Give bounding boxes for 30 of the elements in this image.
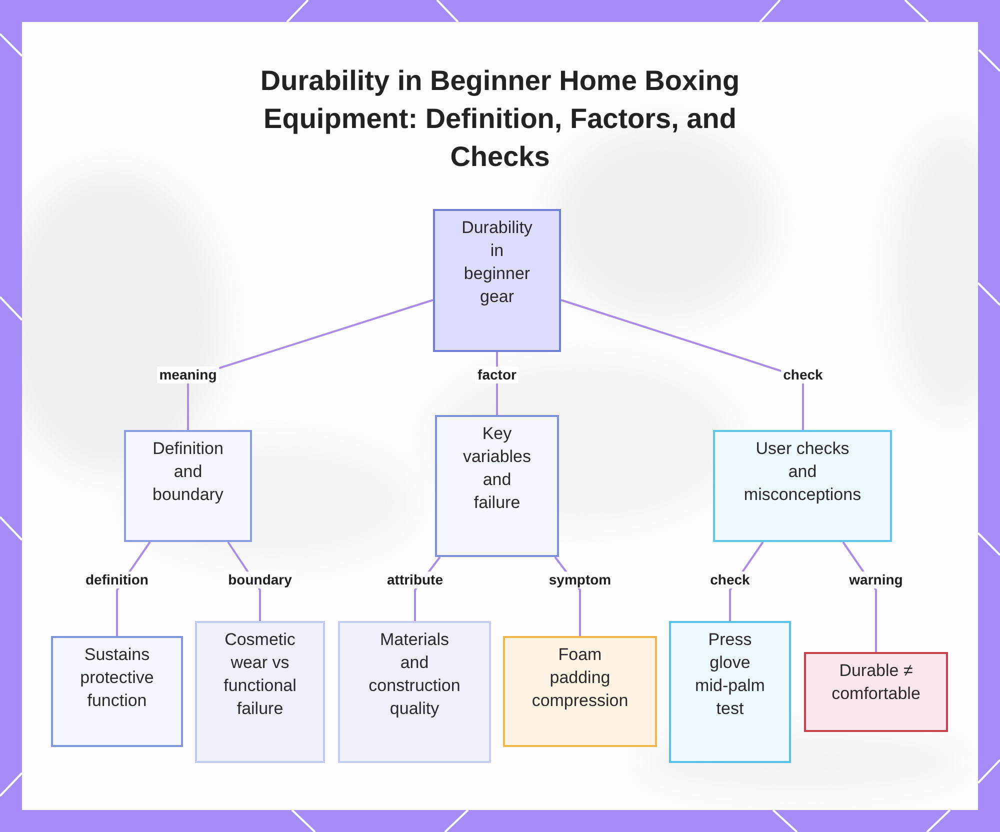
node-text: Definition and boundary — [152, 438, 224, 506]
node-text: Cosmetic wear vs functional failure — [222, 629, 298, 720]
diagram-title: Durability in Beginner Home Boxing Equipment: Definition, Factors, and Checks — [259, 64, 741, 174]
process-box — [51, 636, 183, 747]
edge-label: check — [708, 572, 752, 588]
node-text: Durability in beginner gear — [460, 217, 534, 308]
process-box — [669, 621, 791, 763]
process-box — [435, 415, 559, 557]
edge-label: definition — [84, 572, 150, 588]
node-text: Materials and construction quality — [368, 629, 462, 720]
node-text: User checks and misconceptions — [742, 438, 862, 506]
edge-label: check — [781, 366, 825, 384]
process-box — [195, 621, 325, 763]
process-box — [124, 430, 252, 542]
process-box — [503, 636, 657, 747]
edge-label: boundary — [226, 572, 294, 588]
edge-label: attribute — [385, 572, 445, 588]
edge-label: warning — [847, 572, 905, 588]
node-text: Sustains protective function — [79, 644, 155, 712]
edge-label: symptom — [546, 572, 614, 588]
process-box — [713, 430, 892, 542]
node-text: Durable ≠ comfortable — [830, 660, 922, 705]
node-text: Key variables and failure — [462, 423, 532, 514]
process-box — [433, 209, 561, 352]
connector-line — [560, 299, 804, 430]
node-text: Foam padding compression — [530, 644, 630, 712]
edge-label: meaning — [157, 366, 219, 384]
process-box — [804, 652, 948, 732]
node-text: Press glove mid-palm test — [694, 629, 766, 720]
process-box — [338, 621, 491, 763]
